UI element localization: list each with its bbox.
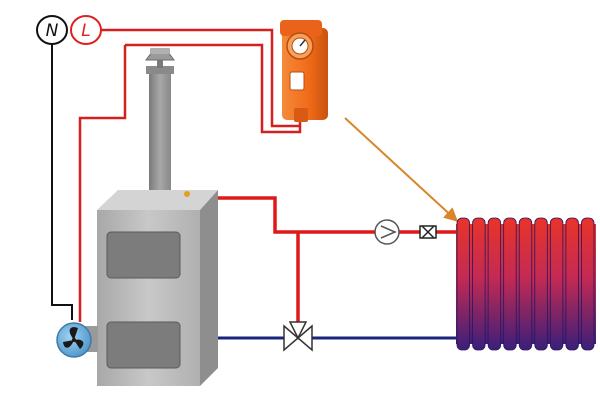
- neutral-terminal: N: [36, 15, 68, 45]
- check-valve-icon: [419, 225, 437, 239]
- radiator-fin: [518, 217, 533, 351]
- live-terminal: L: [70, 15, 102, 45]
- radiator-fin: [503, 217, 517, 351]
- radiator-fin: [487, 217, 502, 351]
- radiator-fin: [565, 217, 579, 351]
- boiler-icon: [97, 190, 218, 386]
- live-wire-inner: [125, 43, 302, 134]
- radiator-fin: [549, 217, 564, 351]
- neutral-wire: [51, 44, 73, 320]
- supply-pipe: [218, 196, 456, 234]
- radiator-fin: [534, 217, 548, 351]
- radiator-fin: [456, 217, 470, 351]
- circulation-pump-icon: [374, 219, 400, 245]
- neutral-terminal-label: N: [46, 21, 59, 41]
- live-wire-to-fan: [78, 45, 127, 322]
- blower-fan-icon: [56, 322, 98, 358]
- radiator-fin: [581, 217, 595, 351]
- radiator-icon: [456, 217, 596, 351]
- live-wire-to-thermostat: [98, 28, 300, 128]
- radiator-fin: [472, 217, 486, 351]
- chimney-icon: [145, 48, 175, 200]
- three-way-valve-icon: [283, 321, 313, 352]
- control-link-arrow: [344, 117, 459, 222]
- live-terminal-label: L: [81, 21, 90, 41]
- pipe-thermostat-icon: [280, 20, 328, 122]
